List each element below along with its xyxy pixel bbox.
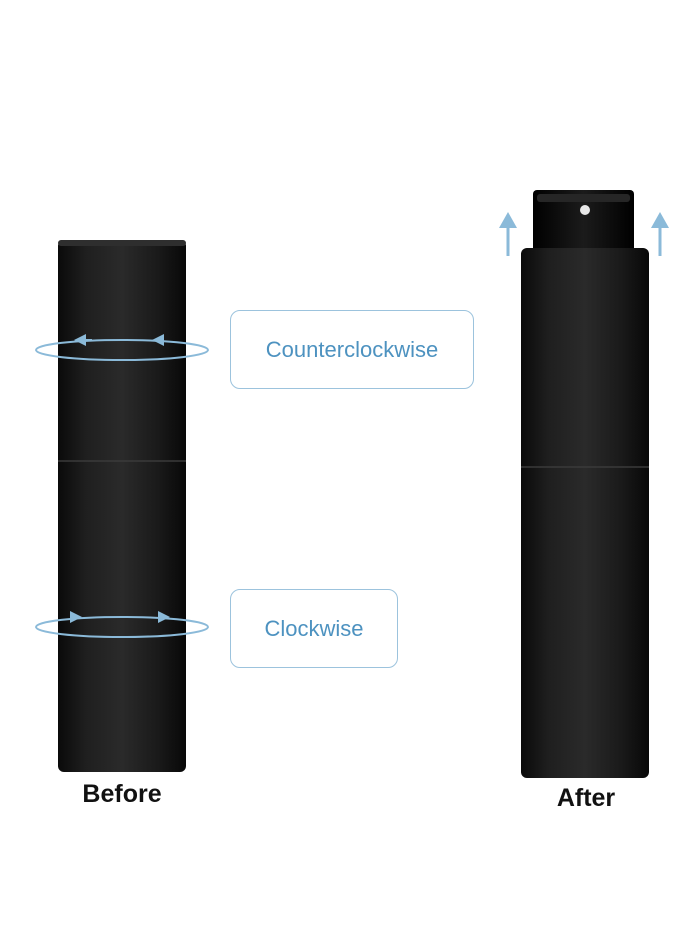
bottle-before (58, 240, 186, 772)
callout-clockwise: Clockwise (230, 589, 398, 668)
caption-after: After (556, 784, 616, 812)
bottle-before-top (58, 240, 186, 246)
up-arrow-right-icon (651, 212, 669, 256)
up-arrow-left-icon (499, 212, 517, 256)
caption-before: Before (82, 780, 162, 808)
callout-counterclockwise: Counterclockwise (230, 310, 474, 389)
callout-counterclockwise-label: Counterclockwise (265, 336, 439, 362)
spray-nozzle (533, 190, 634, 260)
callout-clockwise-label: Clockwise (264, 615, 364, 641)
ring-clockwise-icon (35, 611, 209, 638)
bottle-after-body (521, 248, 649, 778)
nozzle-hole-icon (580, 205, 590, 215)
bottle-before-body (58, 240, 186, 772)
bottle-after (521, 190, 649, 778)
ring-counterclockwise-icon (35, 334, 209, 361)
